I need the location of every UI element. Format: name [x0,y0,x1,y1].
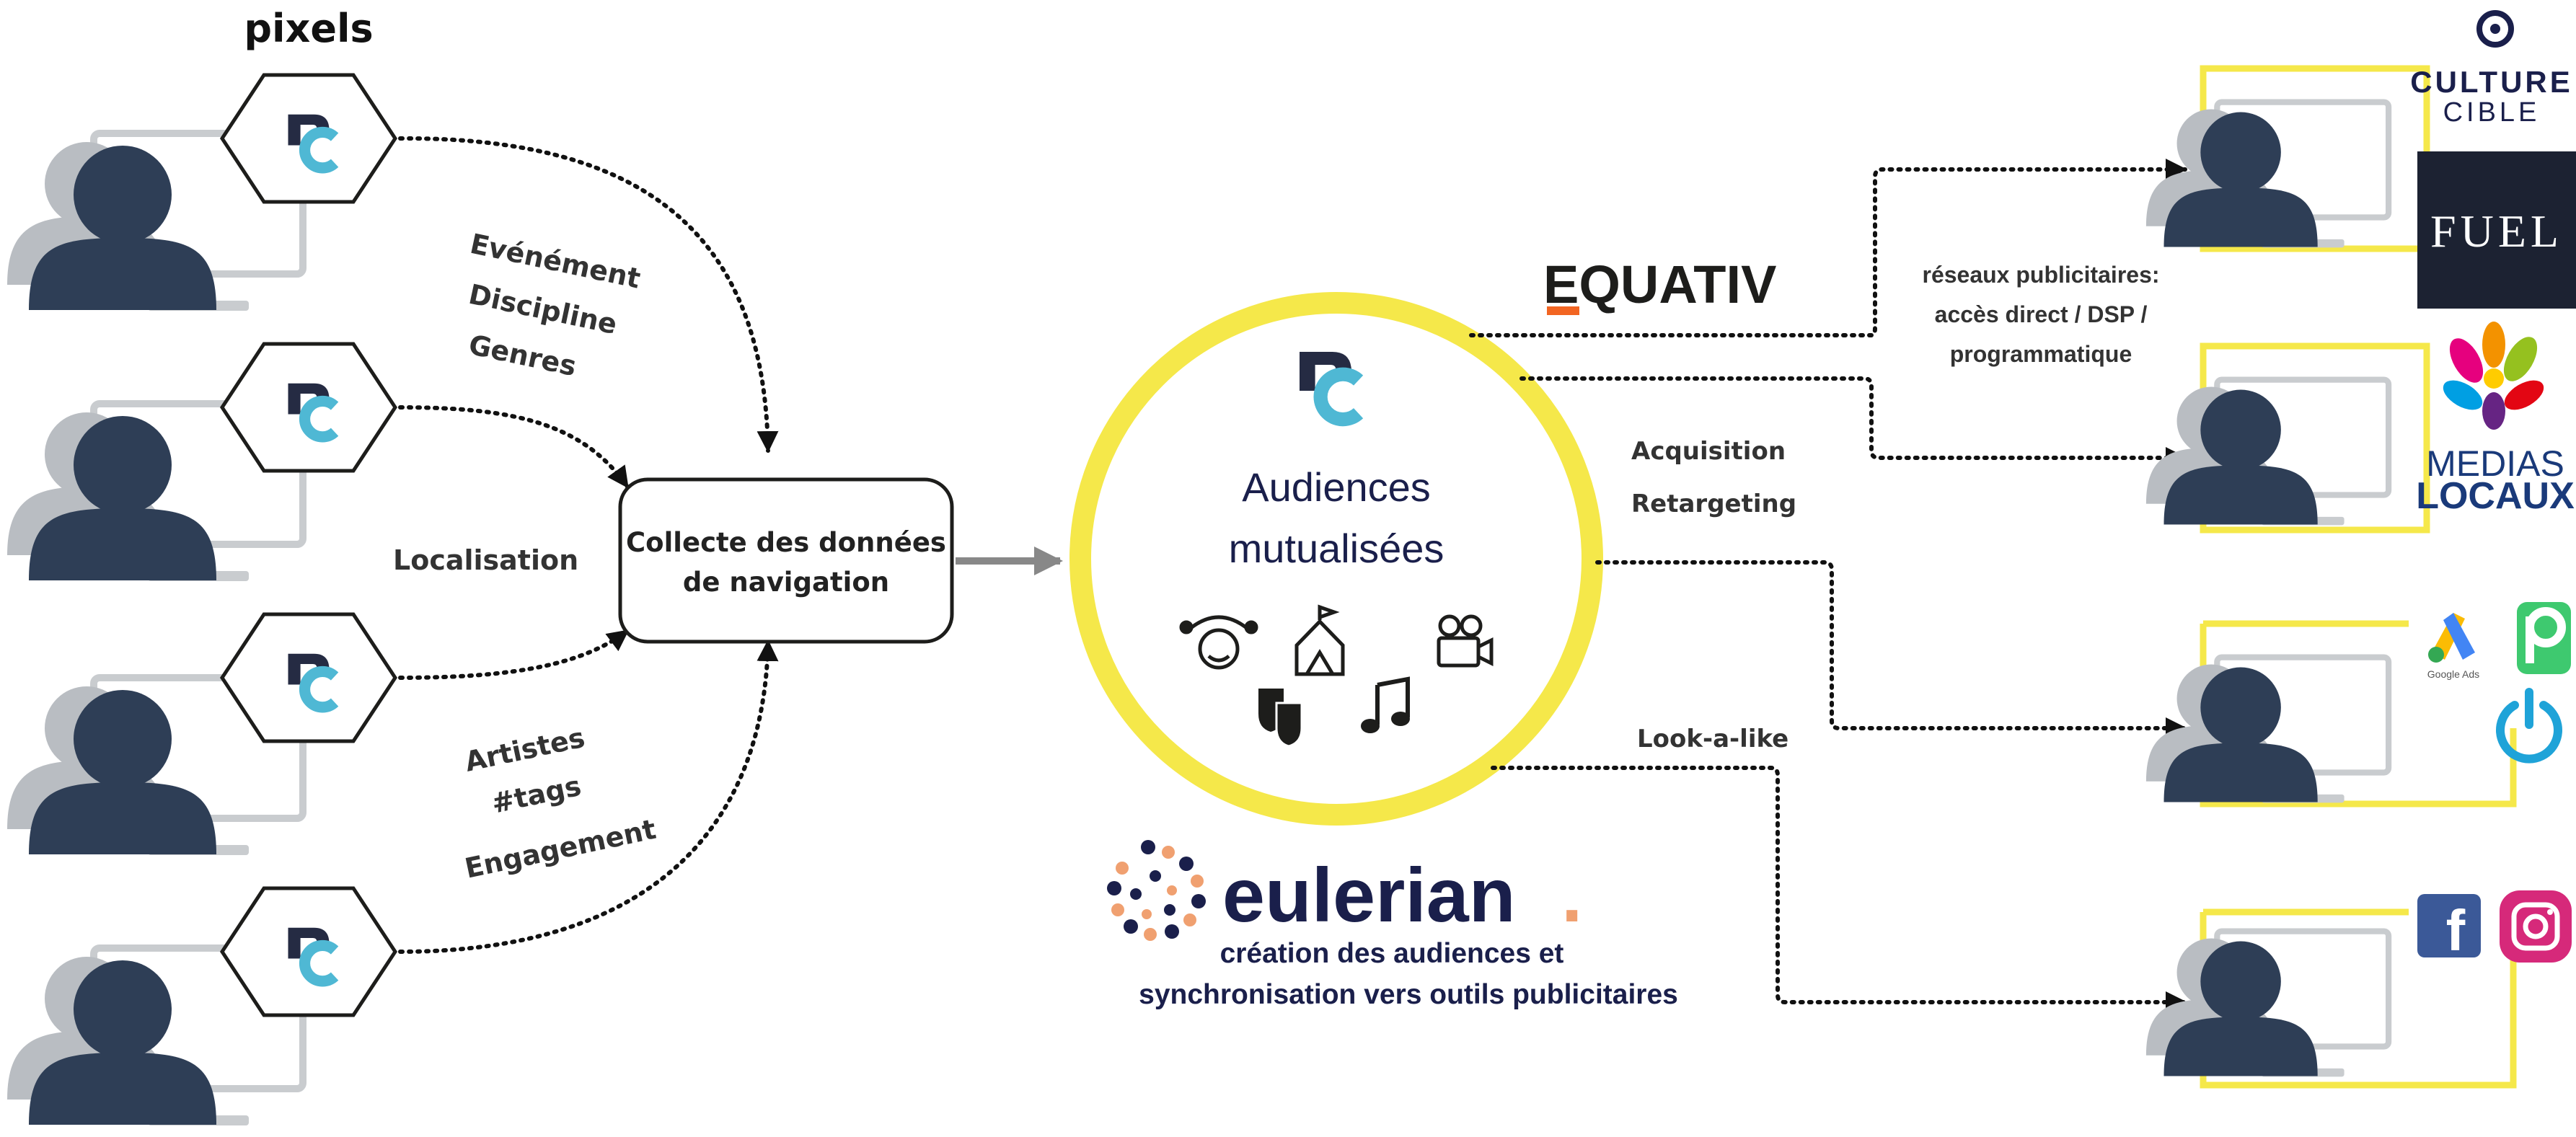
tag-genres: Genres [466,329,579,382]
networks-label: réseaux publicitaires: accès direct / DS… [1922,262,2159,367]
target-user-2 [2146,342,2430,534]
theatre-masks-icon [1258,689,1303,748]
eulerian-name: eulerian [1222,853,1516,938]
equativ-logo: EQUATIV [1543,255,1776,315]
fuel-name: FUEL [2430,205,2563,257]
target-user-4 [2146,908,2517,1089]
instagram-logo [2500,890,2572,963]
facebook-logo: f [2417,894,2481,963]
target-user-3 [2146,620,2517,808]
tag-localisation: Localisation [393,544,578,576]
right-arrows [1469,159,2187,1013]
culture-line1: CULTURE [2410,65,2573,99]
medias-line2: LOCAUX [2416,475,2575,517]
tag-discipline: Discipline [466,278,619,340]
audiences-circle: Audiences mutualisées [1069,292,1603,826]
culture-cible-logo: CULTURE CIBLE [2410,10,2573,128]
eulerian-dot: . [1561,853,1582,938]
music-note-icon [1361,676,1410,733]
medias-locaux-logo: MEDIAS LOCAUX [2416,322,2575,517]
jester-icon [1179,615,1258,670]
left-arrows [398,136,779,954]
green-p-logo [2517,602,2571,674]
equativ-name: EQUATIV [1543,255,1776,314]
audiences-line1: Audiences [1242,464,1431,510]
google-ads-logo: Google Ads [2427,613,2479,680]
video-camera-icon [1437,614,1494,668]
facebook-letter: f [2446,898,2466,963]
circus-tent-icon [1294,604,1345,676]
google-ads-caption: Google Ads [2427,668,2479,680]
fuel-logo: FUEL [2417,151,2576,309]
pixels-title: pixels [244,6,373,51]
collect-box: Collecte des données de navigation [618,477,954,644]
eulerian-logo: eulerian . création des audiences et syn… [1107,840,1678,1010]
target-user-1 [2146,65,2430,252]
collect-box-line1: Collecte des données [626,527,946,558]
eulerian-caption2: synchronisation vers outils publicitaire… [1139,979,1678,1010]
tag-engagement: Engagement [462,813,659,885]
networks-line2: accès direct / DSP / [1935,301,2148,327]
tag-hashtags: #tags [489,770,584,820]
label-retargeting: Retargeting [1631,490,1796,518]
tag-artistes: Artistes [462,722,588,778]
audiences-line2: mutualisées [1229,526,1444,571]
networks-line3: programmatique [1950,341,2132,367]
label-lookalike: Look-a-like [1637,725,1788,753]
facebook-icon [2417,894,2481,957]
medias-line1: MEDIAS [2426,443,2564,484]
networks-line1: réseaux publicitaires: [1922,262,2159,288]
collect-box-line2: de navigation [683,567,889,598]
target-icon [2476,10,2514,48]
label-acquisition: Acquisition [1631,437,1786,466]
instagram-icon [2500,890,2572,963]
tags-group-1: Evénément Discipline Genres [466,228,643,382]
eulerian-caption1: création des audiences et [1220,938,1564,969]
culture-line2: CIBLE [2443,97,2541,128]
medias-locaux-swirl-icon [2443,322,2544,430]
tags-group-2: Artistes #tags Engagement [462,722,659,885]
eulerian-dots-icon [1107,840,1206,941]
power-icon [2496,688,2562,764]
